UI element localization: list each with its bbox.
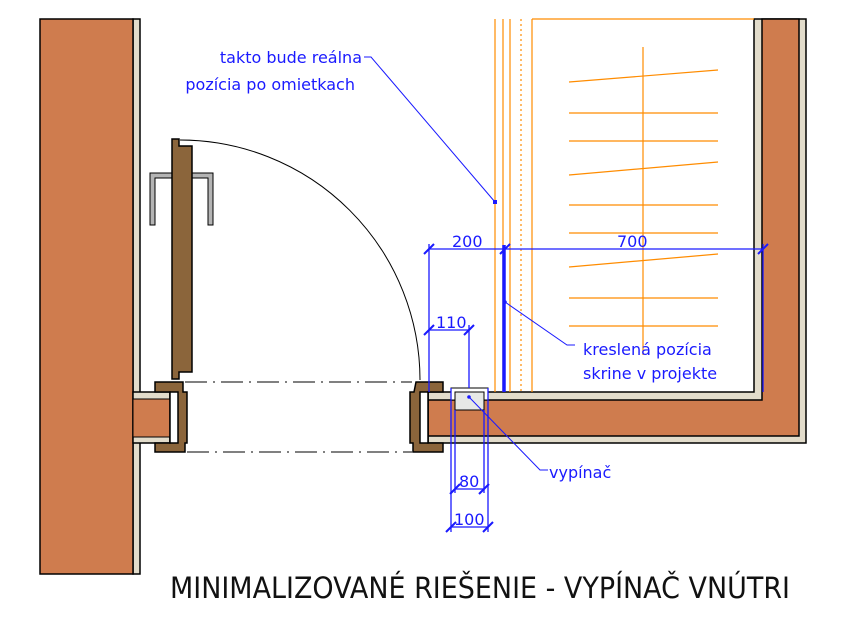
- left-wall: [39, 18, 171, 575]
- dimension-200: 200: [452, 232, 483, 251]
- light-switch: [450, 387, 489, 411]
- drawing-title: MINIMALIZOVANÉ RIEŠENIE - VYPÍNAČ VNÚTRI: [170, 571, 790, 605]
- annotation-drawn-position-line2: skrine v projekte: [583, 364, 717, 383]
- leader-dots: [467, 200, 507, 399]
- leader-lines: [364, 56, 575, 471]
- dimension-80: 80: [459, 472, 479, 491]
- annotation-real-position-line1: takto bude reálna: [220, 48, 362, 67]
- door-leaf: [171, 138, 193, 380]
- annotation-switch: vypínač: [549, 463, 611, 482]
- door-swing-arc: [179, 139, 421, 381]
- annotation-drawn-position-line1: kreslená pozícia: [583, 340, 712, 359]
- dimension-100: 100: [454, 510, 485, 529]
- dimension-700: 700: [617, 232, 648, 251]
- door-opening-lines: [185, 381, 412, 453]
- door-frame-right: [409, 381, 444, 453]
- door-handle-icon: [149, 172, 214, 226]
- dimension-lines: [423, 243, 769, 533]
- wardrobe: [494, 18, 754, 392]
- annotation-real-position-line2: pozícia po omietkach: [185, 75, 355, 94]
- door-frame-left: [154, 381, 188, 453]
- dimension-110: 110: [436, 313, 467, 332]
